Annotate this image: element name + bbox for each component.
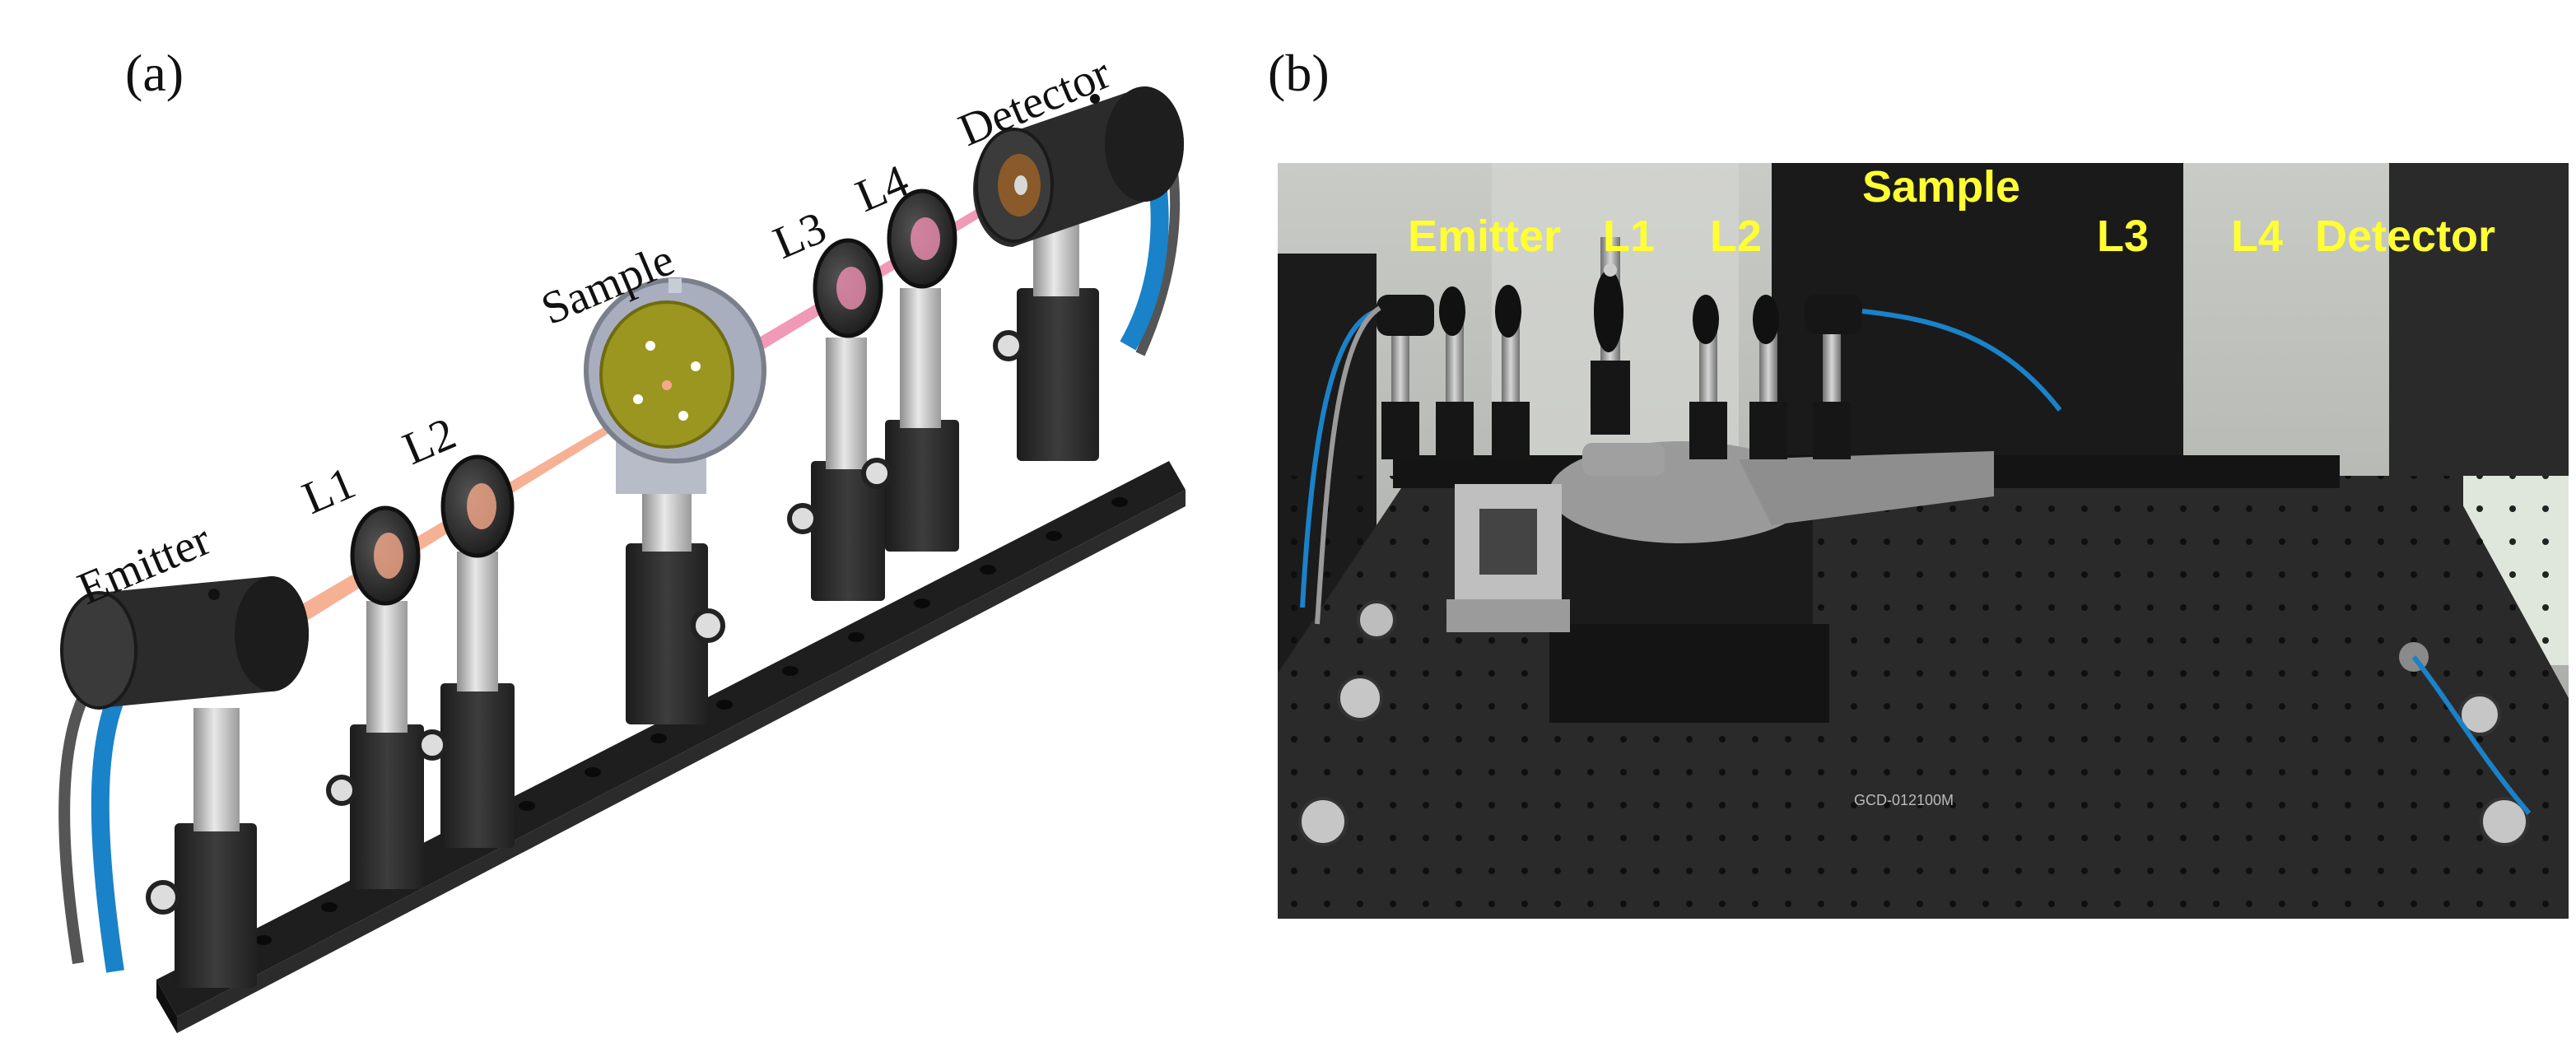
photo-detector-mount <box>1805 295 1862 459</box>
panel-a-label: (a) <box>125 44 184 102</box>
label-l1-a: L1 <box>296 458 362 524</box>
lens-l4-assembly <box>861 189 959 552</box>
label-l2-a: L2 <box>396 408 463 475</box>
lens-l2-assembly <box>417 454 515 848</box>
label-l3-b: L3 <box>2097 212 2150 261</box>
photo-l2-mount <box>1492 285 1530 459</box>
photo-sample-mount <box>1582 237 1665 476</box>
stage-model-text: GCD-012100M <box>1854 792 1954 808</box>
panel-b-photo: GCD-012100M <box>1278 163 2569 919</box>
label-emitter-b: Emitter <box>1408 212 1562 261</box>
detector-assembly <box>973 86 1184 461</box>
label-l4-b: L4 <box>2231 212 2284 261</box>
label-l1-b: L1 <box>1603 212 1656 261</box>
sample-holder-assembly <box>584 277 766 724</box>
label-l2-b: L2 <box>1710 212 1763 261</box>
rotation-stage-base <box>1549 624 1829 723</box>
panel-b-label: (b) <box>1268 44 1330 102</box>
label-detector-b: Detector <box>2315 212 2496 261</box>
lens-l1-assembly <box>326 505 424 889</box>
emitter-assembly <box>60 576 309 988</box>
photo-l4-mount <box>1749 295 1787 459</box>
photo-l1-mount <box>1436 286 1474 459</box>
photo-l3-mount <box>1689 295 1727 459</box>
panel-a-rendering: Emitter L1 L2 Sample L3 L4 Detector <box>58 47 1186 1033</box>
label-sample-b: Sample <box>1862 162 2021 212</box>
lens-l3-assembly <box>787 238 885 601</box>
photo-emitter-mount <box>1377 295 1434 459</box>
